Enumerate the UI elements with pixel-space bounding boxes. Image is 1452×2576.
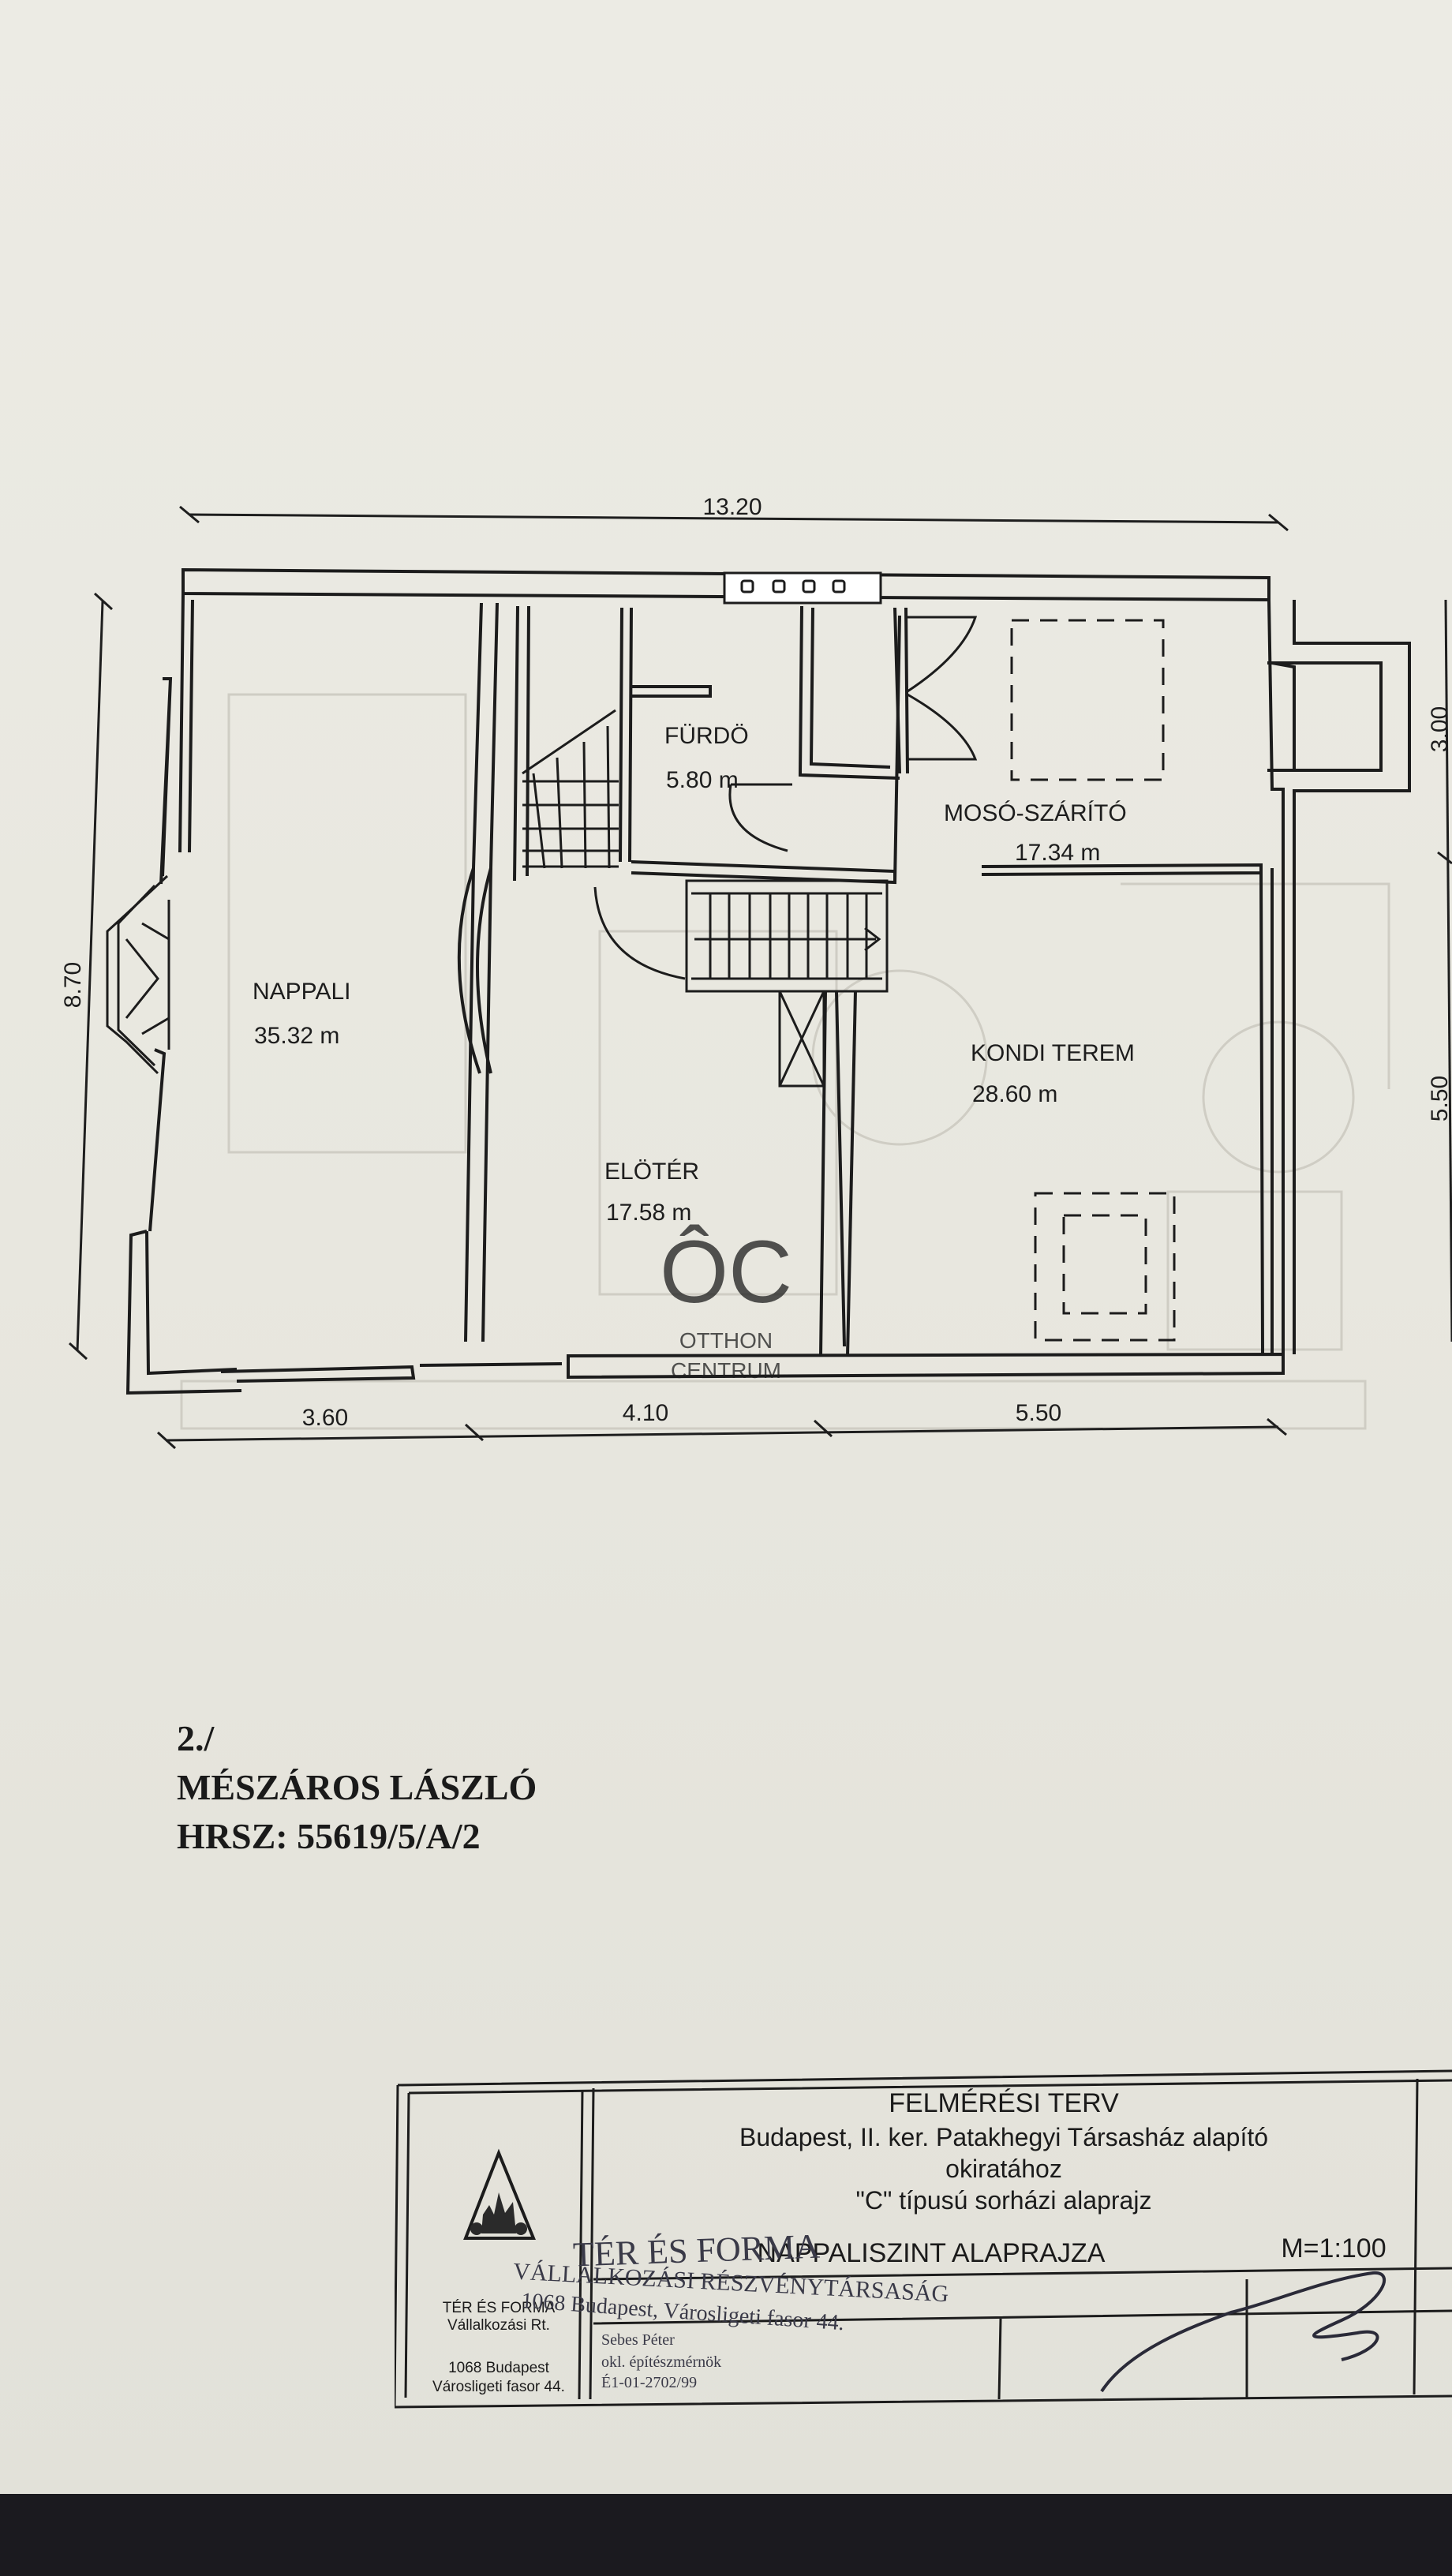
signature <box>1100 2271 1387 2393</box>
chimney <box>723 571 882 605</box>
room-area-kondi-terem: 28.60 m <box>972 1081 1057 1107</box>
dim-total-height: 8.70 <box>60 962 86 1008</box>
room-area-nappali: 35.32 m <box>254 1023 339 1049</box>
otthon-centrum-watermark: ÔC OTTHON CENTRUM <box>660 1222 792 1383</box>
room-name-eloter: ELÖTÉR <box>604 1159 699 1185</box>
owner-block: 2./ MÉSZÁROS LÁSZLÓ HRSZ: 55619/5/A/2 <box>177 1714 537 1861</box>
subheading-line4: "C" típusú sorházi alaprajz <box>855 2186 1152 2215</box>
stamp-line6: É1-01-2702/99 <box>601 2374 698 2391</box>
company-address-2: Városligeti fasor 44. <box>432 2379 565 2395</box>
company-name: TÉR ÉS FORMA <box>442 2300 556 2316</box>
watermark-line1: OTTHON <box>679 1328 773 1353</box>
dim-right-top: 3.00 <box>1427 706 1452 752</box>
stair-left <box>522 709 619 869</box>
floor-plan: 13.20 8.70 3.00 5.50 3.60 4.10 5.50 NAPP… <box>60 494 1452 1450</box>
photo-background-edge <box>0 2494 1452 2576</box>
watermark-line2: CENTRUM <box>671 1358 781 1383</box>
shaft <box>778 990 825 1088</box>
subheading-line3: okiratához <box>945 2155 1062 2183</box>
stamp-line5: okl. építészmérnök <box>601 2353 722 2371</box>
subheading-line2: Budapest, II. ker. Patakhegyi Társasház … <box>739 2123 1269 2151</box>
dim-right-bottom: 5.50 <box>1427 1076 1452 1121</box>
owner-hrsz: HRSZ: 55619/5/A/2 <box>177 1816 481 1856</box>
dim-bottom-right: 5.50 <box>1016 1400 1061 1426</box>
interior-walls <box>457 602 1274 1357</box>
stair-center <box>593 879 889 993</box>
owner-number: 2./ <box>177 1718 215 1758</box>
room-name-moso-szarito: MOSÓ-SZÁRÍTÓ <box>944 800 1127 826</box>
room-area-furdo: 5.80 m <box>666 767 739 793</box>
heading: FELMÉRÉSI TERV <box>889 2088 1119 2118</box>
watermark-logo: ÔC <box>660 1222 792 1321</box>
doors <box>728 616 978 852</box>
company-address-1: 1068 Budapest <box>448 2360 549 2376</box>
dimension-labels: 13.20 8.70 3.00 5.50 3.60 4.10 5.50 <box>60 494 1452 1431</box>
dim-total-width: 13.20 <box>702 494 762 520</box>
company-type: Vállalkozási Rt. <box>447 2317 550 2334</box>
owner-name: MÉSZÁROS LÁSZLÓ <box>177 1767 537 1807</box>
showthrough-lines <box>180 693 1390 1430</box>
room-area-eloter: 17.58 m <box>606 1200 691 1226</box>
title-block: TÉR ÉS FORMA Vállalkozási Rt. 1068 Budap… <box>395 2066 1452 2412</box>
drawing-title: NAPPALISZINT ALAPRAJZA <box>757 2238 1106 2268</box>
stamp-line4: Sebes Péter <box>601 2331 675 2349</box>
paper-sheet <box>0 0 1452 2494</box>
dimension-lines <box>68 505 1452 1450</box>
outer-walls <box>125 567 1411 1395</box>
room-name-nappali: NAPPALI <box>253 979 351 1005</box>
scale: M=1:100 <box>1281 2233 1387 2263</box>
room-labels: NAPPALI 35.32 m FÜRDÖ 5.80 m MOSÓ-SZÁRÍT… <box>253 723 1135 1226</box>
room-area-moso-szarito: 17.34 m <box>1015 840 1100 866</box>
bay-window <box>106 874 170 1075</box>
company-logo <box>463 2148 536 2240</box>
room-name-furdo: FÜRDÖ <box>664 723 749 749</box>
dashed-equipment <box>1010 619 1176 1342</box>
room-name-kondi-terem: KONDI TEREM <box>971 1040 1135 1066</box>
title-block-frame <box>395 2069 1452 2409</box>
dim-bottom-left: 3.60 <box>302 1405 348 1431</box>
dim-bottom-mid: 4.10 <box>623 1400 668 1426</box>
